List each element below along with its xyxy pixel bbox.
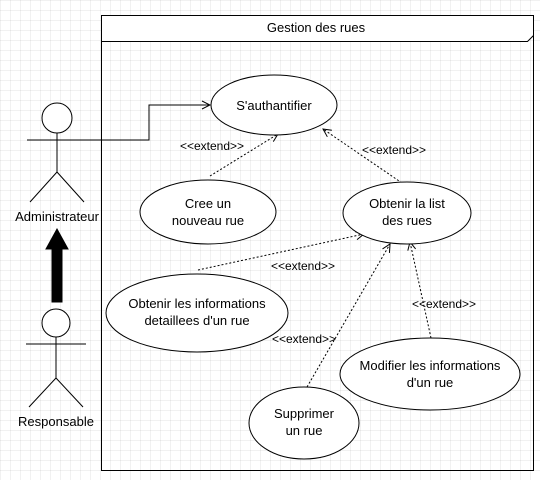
usecase-creer-rue-line2: nouveau rue <box>172 213 244 228</box>
usecase-obtenir-info-shape <box>105 273 289 353</box>
actor-responsable-figure <box>26 308 86 408</box>
system-title: Gestion des rues <box>267 20 366 35</box>
usecase-obtenir-info-line1: Obtenir les informations <box>128 296 266 311</box>
actor-responsable[interactable]: Responsable <box>18 308 94 429</box>
usecase-obtenir-liste-shape <box>342 181 472 245</box>
usecase-supprimer-rue-line2: un rue <box>286 423 323 438</box>
usecase-supprimer-rue[interactable]: Supprimer un rue <box>248 386 360 460</box>
usecase-creer-rue[interactable]: Cree un nouveau rue <box>139 179 277 245</box>
usecase-creer-rue-line1: Cree un <box>185 196 231 211</box>
extend-label-supprimer: <<extend>> <box>272 332 336 346</box>
usecase-authentifier-shape <box>210 74 338 136</box>
system-title-tab <box>101 15 534 42</box>
usecase-obtenir-info-line2: detaillees d'un rue <box>144 313 249 328</box>
actor-administrateur[interactable]: Administrateur <box>15 102 100 224</box>
extend-info-liste <box>197 234 364 271</box>
extend-label-creer: <<extend>> <box>180 139 244 153</box>
extend-label-liste: <<extend>> <box>362 143 426 157</box>
usecase-supprimer-rue-shape <box>248 386 360 460</box>
usecase-creer-rue-shape <box>139 179 277 245</box>
actor-responsable-label: Responsable <box>18 414 94 429</box>
usecase-authentifier[interactable]: S'authantifier <box>210 74 338 136</box>
usecase-obtenir-liste-line2: des rues <box>382 213 432 228</box>
usecase-obtenir-liste-line1: Obtenir la list <box>369 196 445 211</box>
usecase-supprimer-rue-line1: Supprimer <box>274 406 335 421</box>
extend-label-modifier: <<extend>> <box>412 297 476 311</box>
system-boundary: Gestion des rues <box>101 15 534 471</box>
extend-creer-authentifier <box>209 134 278 177</box>
relations: <<extend>> <<extend>> <<extend>> <<exten… <box>57 105 476 388</box>
extend-modifier-liste <box>410 242 432 339</box>
association-admin-authentifier <box>57 105 210 141</box>
actor-administrateur-label: Administrateur <box>15 209 99 224</box>
usecase-modifier-info-line2: d'un rue <box>407 375 454 390</box>
usecase-obtenir-info[interactable]: Obtenir les informations detaillees d'un… <box>105 273 289 353</box>
usecase-modifier-info-line1: Modifier les informations <box>360 358 501 373</box>
usecase-modifier-info[interactable]: Modifier les informations d'un rue <box>339 337 521 411</box>
usecase-obtenir-liste[interactable]: Obtenir la list des rues <box>342 181 472 245</box>
extend-supprimer-liste <box>306 244 390 388</box>
actor-administrateur-figure <box>27 102 87 203</box>
usecase-authentifier-text: S'authantifier <box>236 98 312 113</box>
extend-label-info: <<extend>> <box>271 259 335 273</box>
generalization-arrow <box>45 227 69 303</box>
usecase-modifier-info-shape <box>339 337 521 411</box>
